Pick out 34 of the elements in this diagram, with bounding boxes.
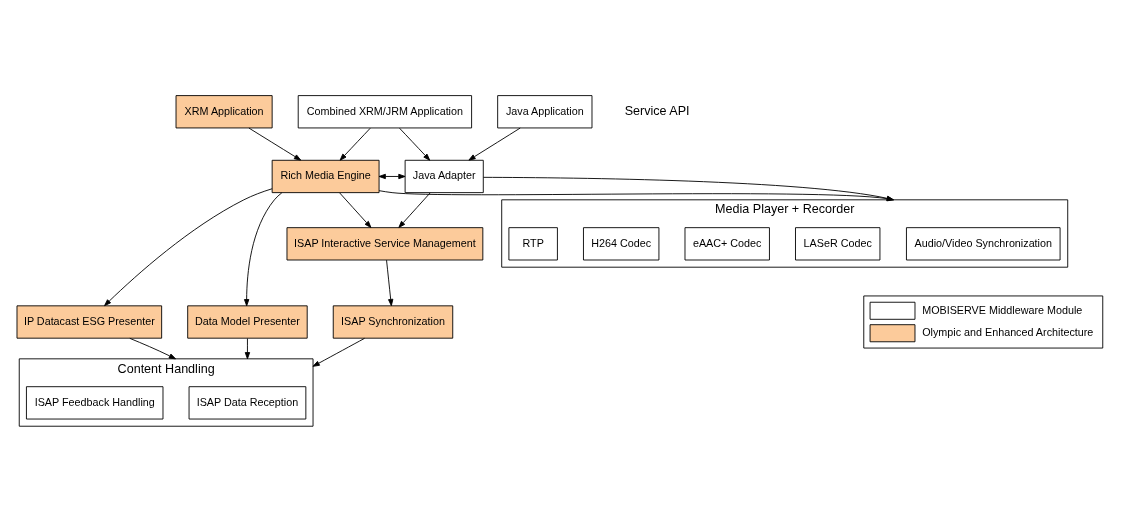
node-box: IP Datacast ESG Presenter (16, 304, 163, 339)
node-box: XRM Application (175, 94, 273, 128)
arrow (339, 127, 371, 161)
node-box: Java Application (497, 94, 593, 128)
node-box: RTP (508, 226, 558, 260)
legend-label: MOBISERVE Middleware Module (922, 303, 1083, 316)
node-box: Audio/Video Synchronization (906, 226, 1061, 260)
node-box: Combined XRM/JRM Application (297, 94, 473, 128)
node-box: ISAP Data Reception (188, 385, 307, 419)
arrow (244, 337, 251, 359)
arrow (339, 191, 372, 228)
arrow (129, 337, 176, 359)
arrow (399, 127, 431, 161)
arrow (104, 187, 273, 306)
arrow (398, 191, 431, 228)
node-box: ISAP Interactive Service Management (286, 226, 484, 260)
node-box: ISAP Synchronization (332, 304, 454, 339)
arrow (378, 189, 894, 201)
legend-label: Olympic and Enhanced Architecture (922, 325, 1094, 338)
node-box: Java Adapter (404, 159, 484, 193)
node-box: H264 Codec (583, 226, 660, 260)
arrow (248, 127, 302, 161)
node-box: ISAP Feedback Handling (26, 385, 164, 419)
arrow (386, 259, 394, 306)
node-box: Rich Media Engine (271, 159, 380, 193)
arrow (468, 127, 521, 161)
node-box: LASeR Codec (795, 226, 881, 260)
arrow (378, 173, 406, 179)
node-box: eAAC+ Codec (684, 226, 770, 260)
label: Service API (624, 103, 690, 118)
arrow (312, 337, 366, 367)
arrow (244, 191, 283, 306)
arrow (482, 176, 894, 201)
node-box: Data Model Presenter (187, 304, 308, 339)
